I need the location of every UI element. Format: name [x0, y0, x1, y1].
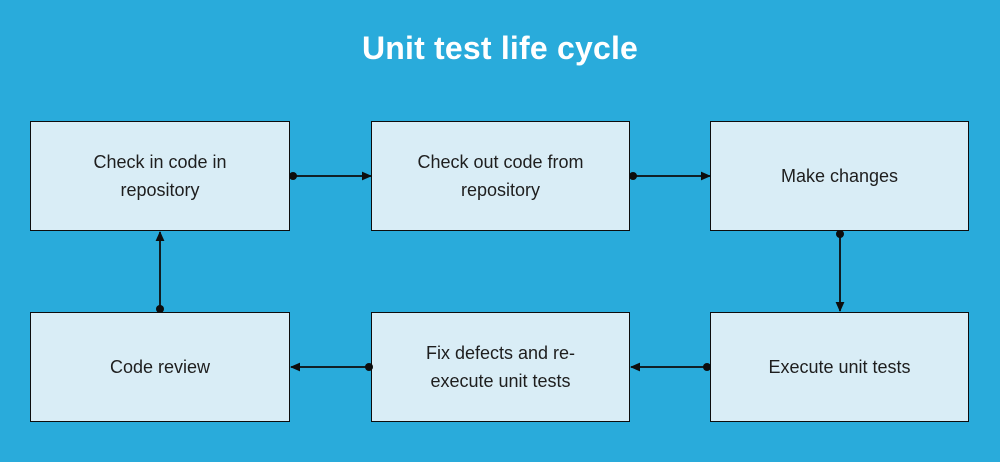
arrowhead-down-icon: [835, 302, 845, 312]
node-code-review: Code review: [30, 312, 290, 422]
node-label: Fix defects and re- execute unit tests: [425, 343, 576, 391]
edge-check-in-to-check-out: [289, 171, 372, 181]
edge-execute-tests-to-fix-defects: [630, 362, 711, 372]
node-fix-defects: Fix defects and re- execute unit tests: [371, 312, 630, 422]
edge-check-out-to-make-changes: [629, 171, 711, 181]
arrowhead-left-icon: [630, 362, 640, 372]
arrowhead-up-icon: [155, 231, 165, 241]
node-label: Make changes: [780, 166, 899, 186]
edge-origin-dot: [629, 172, 637, 180]
node-make-changes: Make changes: [710, 121, 969, 231]
edge-origin-dot: [289, 172, 297, 180]
node-label: Check in code in repository: [93, 152, 227, 200]
edge-code-review-to-check-in: [155, 231, 165, 313]
node-execute-unit-tests: Execute unit tests: [710, 312, 969, 422]
edge-make-changes-to-execute-tests: [835, 230, 845, 312]
node-label: Code review: [109, 357, 211, 377]
diagram-title: Unit test life cycle: [361, 30, 639, 66]
node-check-out-code: Check out code from repository: [371, 121, 630, 231]
edge-origin-dot: [836, 230, 844, 238]
node-check-in-code: Check in code in repository: [30, 121, 290, 231]
node-label: Check out code from repository: [417, 152, 584, 200]
edge-fix-defects-to-code-review: [290, 362, 373, 372]
arrowhead-left-icon: [290, 362, 300, 372]
node-label: Execute unit tests: [768, 357, 911, 377]
